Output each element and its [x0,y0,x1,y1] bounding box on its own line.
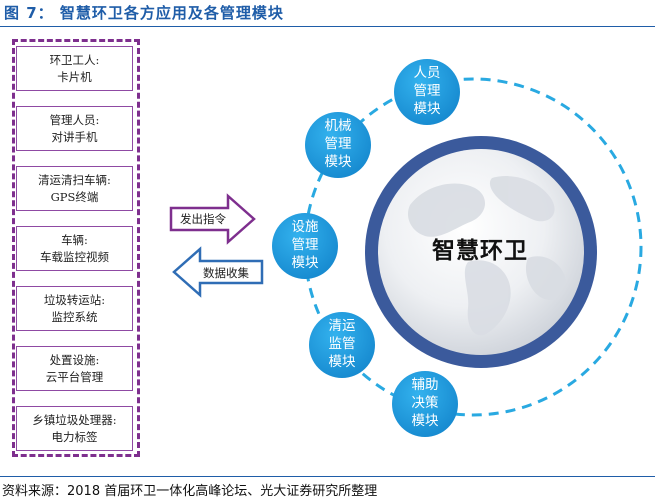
device-terminal: 监控系统 [51,309,98,324]
device-title: 车辆: [61,232,88,247]
module-line: 决策 [411,395,439,411]
device-box-transfer-station: 垃圾转运站: 监控系统 [16,286,133,331]
module-personnel [394,59,460,125]
module-line: 设施 [291,219,319,235]
device-title: 垃圾转运站: [43,292,106,307]
module-machinery [305,112,371,178]
device-title: 环卫工人: [49,52,100,67]
module-line: 辅助 [411,377,439,393]
device-terminal: 对讲手机 [51,129,98,144]
device-panel [12,39,140,457]
center-label: 智慧环卫 [432,237,528,264]
send-command-arrow [169,193,256,245]
module-line: 清运 [328,318,356,334]
device-title: 管理人员: [49,112,100,127]
device-title: 处置设施: [49,352,100,367]
module-line: 机械 [324,118,352,134]
module-line: 管理 [413,83,441,99]
device-title: 乡镇垃圾处理器: [32,412,117,427]
module-line: 监管 [328,336,356,352]
module-facility [272,213,338,279]
send-command-label: 发出指令 [180,212,226,226]
module-decision [392,371,458,437]
device-box-township-processor: 乡镇垃圾处理器: 电力标签 [16,406,133,451]
module-collection [309,312,375,378]
device-box-manager: 管理人员: 对讲手机 [16,106,133,151]
device-box-sanitation-worker: 环卫工人: 卡片机 [16,46,133,91]
device-terminal: GPS终端 [50,189,99,204]
title-rule [0,26,655,27]
device-title: 清运清扫车辆: [38,172,111,187]
module-machinery-label: 机械 管理 模块 [311,117,365,171]
module-line: 模块 [413,101,441,117]
module-line: 管理 [324,136,352,152]
globe-continents [407,176,567,336]
figure-title: 图 7： 智慧环卫各方应用及各管理模块 [4,4,284,22]
device-box-vehicle: 车辆: 车载监控视频 [16,226,133,271]
module-line: 模块 [324,154,352,170]
device-terminal: 车载监控视频 [40,249,109,264]
device-box-cleaning-vehicle: 清运清扫车辆: GPS终端 [16,166,133,211]
device-terminal: 云平台管理 [45,369,104,384]
data-collection-label: 数据收集 [203,266,249,280]
device-box-disposal-facility: 处置设施: 云平台管理 [16,346,133,391]
source-rule [0,476,655,477]
data-collection-arrow [172,246,264,298]
device-terminal: 电力标签 [51,429,98,444]
module-collection-label: 清运 监管 模块 [315,317,369,371]
module-facility-label: 设施 管理 模块 [278,218,332,272]
module-line: 管理 [291,237,319,253]
module-line: 人员 [413,65,441,81]
module-decision-label: 辅助 决策 模块 [398,376,452,430]
module-line: 模块 [411,413,439,429]
module-line: 模块 [291,255,319,271]
device-terminal: 卡片机 [57,69,92,84]
source-note: 资料来源：2018 首届环卫一体化高峰论坛、光大证券研究所整理 [2,484,378,499]
module-line: 模块 [328,354,356,370]
module-personnel-label: 人员 管理 模块 [400,64,454,118]
